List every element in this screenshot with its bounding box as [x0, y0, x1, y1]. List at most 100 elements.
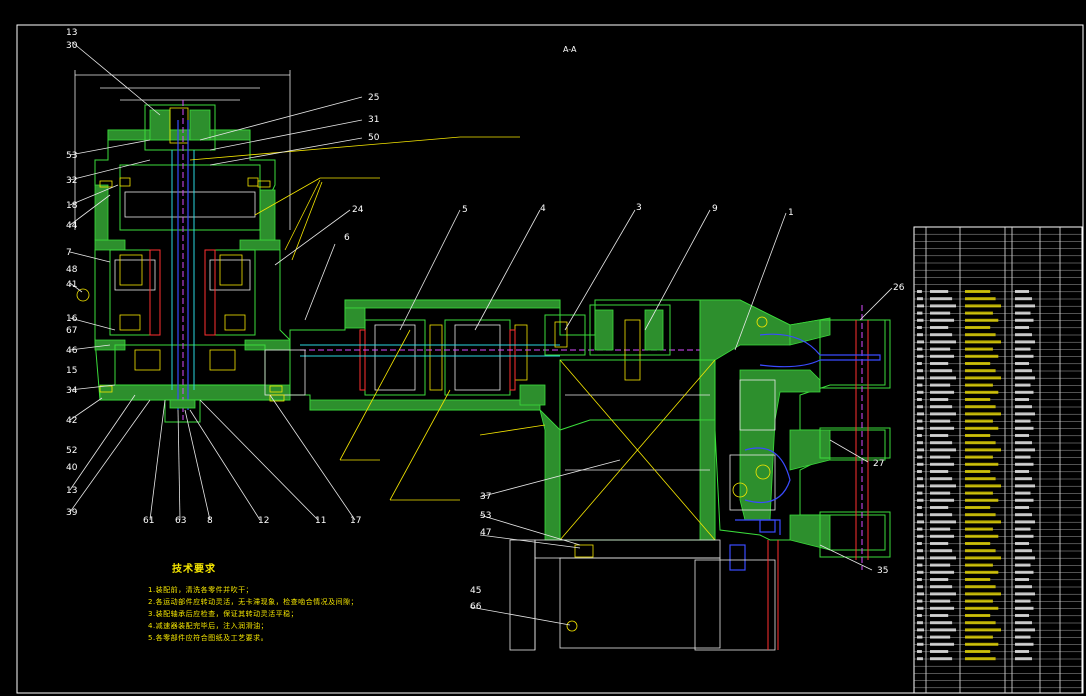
balloon-label: 37 — [480, 492, 491, 502]
table-cell-text — [1015, 650, 1029, 653]
table-cell-text — [930, 491, 951, 495]
table-cell-text — [930, 347, 951, 351]
table-cell-text — [1015, 426, 1034, 430]
balloon-label: 35 — [877, 566, 888, 576]
table-cell-text — [965, 383, 993, 387]
table-cell-text — [1015, 606, 1034, 610]
balloon-label: 61 — [143, 516, 154, 526]
table-cell-text — [917, 527, 923, 531]
table-cell-text — [917, 542, 922, 545]
balloon-leaders — [69, 41, 893, 626]
table-cell-text — [930, 318, 955, 322]
table-cell-text — [1015, 592, 1035, 596]
table-cell-text — [917, 347, 923, 351]
table-cell-text — [930, 477, 953, 481]
table-cell-text — [930, 390, 955, 394]
table-cell-text — [965, 470, 991, 473]
table-cell-text — [917, 376, 924, 380]
balloon-label: 18 — [66, 201, 78, 211]
top-balloon-labels: 25 31 50 24 6 5 4 3 9 1 26 — [344, 93, 905, 293]
table-cell-text — [965, 578, 991, 581]
table-cell-text — [930, 304, 956, 308]
table-cell-text — [1015, 455, 1031, 459]
table-cell-text — [965, 326, 991, 329]
table-cell-text — [917, 614, 922, 617]
pedestal — [509, 359, 779, 651]
table-cell-text — [930, 455, 951, 459]
table-cell-text — [1015, 614, 1029, 617]
table-cell-text — [930, 470, 949, 473]
table-cell-text — [917, 506, 922, 509]
table-cell-text — [965, 318, 999, 322]
table-cell-text — [917, 498, 924, 502]
table-cell-text — [965, 477, 996, 481]
table-cell-text — [965, 347, 993, 351]
table-cell-text — [917, 340, 924, 344]
table-cell-text — [917, 563, 923, 567]
balloon-label: 6 — [344, 233, 350, 243]
table-cell-text — [1015, 621, 1032, 625]
table-cell-text — [930, 534, 955, 538]
balloon-label: 34 — [66, 386, 78, 396]
table-cell-text — [1015, 318, 1034, 322]
table-cell-text — [965, 390, 999, 394]
table-cell-text — [930, 599, 951, 603]
table-cell-text — [1015, 513, 1032, 517]
table-cell-text — [1015, 570, 1034, 574]
table-cell-text — [930, 333, 953, 337]
table-cell-text — [917, 470, 922, 473]
table-cell-text — [965, 462, 999, 466]
balloon-label: 67 — [66, 326, 77, 336]
table-cell-text — [930, 326, 949, 329]
table-cell-text — [917, 592, 924, 596]
table-cell-text — [1015, 556, 1035, 560]
table-cell-text — [1015, 390, 1034, 394]
reducer-assembly — [74, 70, 291, 423]
left-balloon-labels: 13 30 53 32 18 44 7 48 41 16 67 46 15 34… — [66, 28, 78, 518]
table-cell-text — [1015, 412, 1035, 416]
table-cell-text — [965, 650, 991, 653]
table-cell-text — [1015, 354, 1034, 358]
table-cell-text — [917, 448, 924, 452]
table-cell-text — [1015, 534, 1034, 538]
balloon-label: 11 — [315, 516, 326, 526]
table-cell-text — [965, 491, 993, 495]
balloon-label: 5 — [462, 205, 468, 215]
balloon-label: 53 — [66, 151, 77, 161]
table-cell-text — [930, 376, 956, 380]
table-cell-text — [917, 412, 924, 416]
table-cell-text — [965, 628, 1001, 632]
table-cell-text — [917, 513, 923, 517]
table-cell-text — [917, 549, 923, 553]
table-cell-text — [930, 542, 949, 545]
table-cell-text — [965, 354, 999, 358]
table-cell-text — [965, 304, 1001, 308]
table-cell-text — [1015, 419, 1031, 423]
table-cell-text — [930, 290, 949, 293]
table-cell-text — [917, 635, 923, 639]
balloon-label: 30 — [66, 41, 78, 51]
table-cell-text — [965, 592, 1001, 596]
table-cell-text — [930, 578, 949, 581]
table-cell-text — [1015, 484, 1035, 488]
table-cell-text — [917, 333, 923, 337]
table-cell-text — [930, 419, 951, 423]
table-cell-text — [917, 426, 924, 430]
table-cell-text — [965, 513, 996, 517]
table-cell-text — [930, 426, 955, 430]
table-cell-text — [965, 333, 996, 337]
table-cell-text — [917, 556, 924, 560]
table-cell-text — [917, 311, 923, 315]
balloon-label: 15 — [66, 366, 77, 376]
table-cell-text — [1015, 657, 1032, 661]
table-cell-text — [930, 614, 949, 617]
balloon-label: 13 — [66, 28, 77, 38]
table-cell-text — [930, 642, 955, 646]
table-cell-text — [1015, 434, 1029, 437]
table-cell-text — [917, 326, 922, 329]
table-cell-text — [1015, 347, 1031, 351]
technical-note: 3.装配轴承后应检查，保证其转动灵活平稳； — [148, 610, 299, 618]
table-cell-text — [965, 376, 1001, 380]
table-cell-text — [930, 362, 949, 365]
technical-note: 4.减速器装配完毕后，注入润滑油； — [148, 622, 269, 630]
